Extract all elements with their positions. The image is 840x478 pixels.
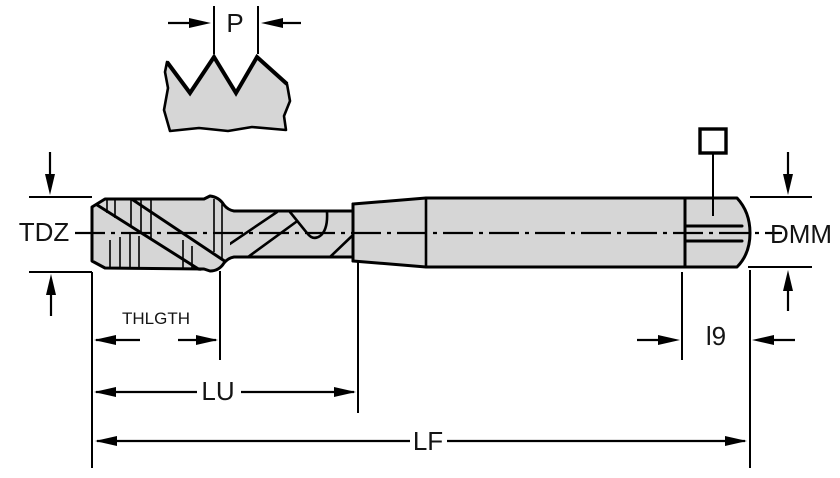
tdz-label: TDZ <box>19 217 70 247</box>
dimension-l9: l9 <box>637 272 795 360</box>
neck-flute-runout <box>230 211 354 257</box>
tdz-arrowhead-top <box>45 174 55 195</box>
flute-end-curve <box>288 211 329 240</box>
lf-arrowhead-right <box>725 436 747 446</box>
thlgth-arrowhead-left <box>94 335 116 345</box>
thlgth-arrowhead-right <box>196 335 218 345</box>
flute-spiral-line-2 <box>125 196 228 268</box>
l9-arrowhead-right <box>752 335 774 345</box>
square-drive-icon <box>698 127 728 155</box>
dimension-thlgth: THLGTH <box>91 271 221 468</box>
tdz-arrowhead-bottom <box>46 274 56 295</box>
lu-arrowhead-right <box>334 387 356 397</box>
lf-arrowhead-left <box>95 436 117 446</box>
thread-section-hatching <box>92 196 228 271</box>
lf-label: LF <box>413 426 443 456</box>
dmm-label: DMM <box>770 219 832 249</box>
thread-profile-detail: P <box>162 6 301 133</box>
l9-arrowhead-left <box>658 335 680 345</box>
dmm-arrowhead-bottom <box>783 270 793 291</box>
lu-label: LU <box>201 376 234 406</box>
dimension-lu: LU <box>94 262 359 413</box>
tap-body <box>75 127 782 273</box>
pitch-arrowhead-right <box>261 18 283 28</box>
l9-label: l9 <box>706 321 726 351</box>
dimension-dmm: DMM <box>748 152 832 311</box>
pitch-arrowhead-left <box>189 18 211 28</box>
flute-spiral-line-1 <box>92 201 202 271</box>
thread-profile-crest-line <box>165 53 289 97</box>
dimension-tdz: TDZ <box>19 152 92 316</box>
dmm-arrowhead-top <box>783 174 793 195</box>
pitch-label: P <box>226 8 243 38</box>
dimension-lf: LF <box>95 270 751 468</box>
lu-arrowhead-left <box>94 387 116 397</box>
thlgth-label: THLGTH <box>122 309 190 328</box>
